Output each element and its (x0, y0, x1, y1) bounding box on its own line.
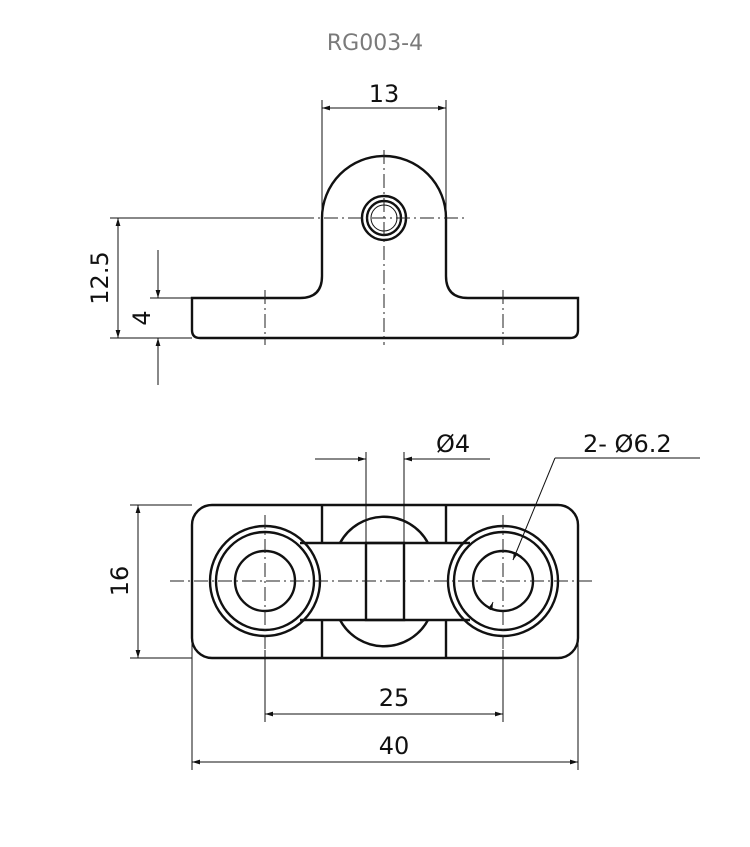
dim-hole-spacing: 25 (379, 684, 410, 712)
dim-ear-width: 13 (369, 80, 400, 108)
dim-pin-diameter: Ø4 (436, 430, 470, 458)
dim-hole-diameter: 2- Ø6.2 (583, 430, 672, 458)
drawing-title: RG003-4 (327, 31, 423, 56)
front-view: 13 12.5 4 (86, 80, 580, 385)
dim-total-height: 12.5 (86, 251, 114, 304)
dim-plate-thickness: 4 (128, 310, 156, 325)
dim-overall-length: 40 (379, 732, 410, 760)
top-view: Ø4 2- Ø6.2 16 25 40 (106, 430, 700, 770)
dim-height: 16 (106, 566, 134, 597)
